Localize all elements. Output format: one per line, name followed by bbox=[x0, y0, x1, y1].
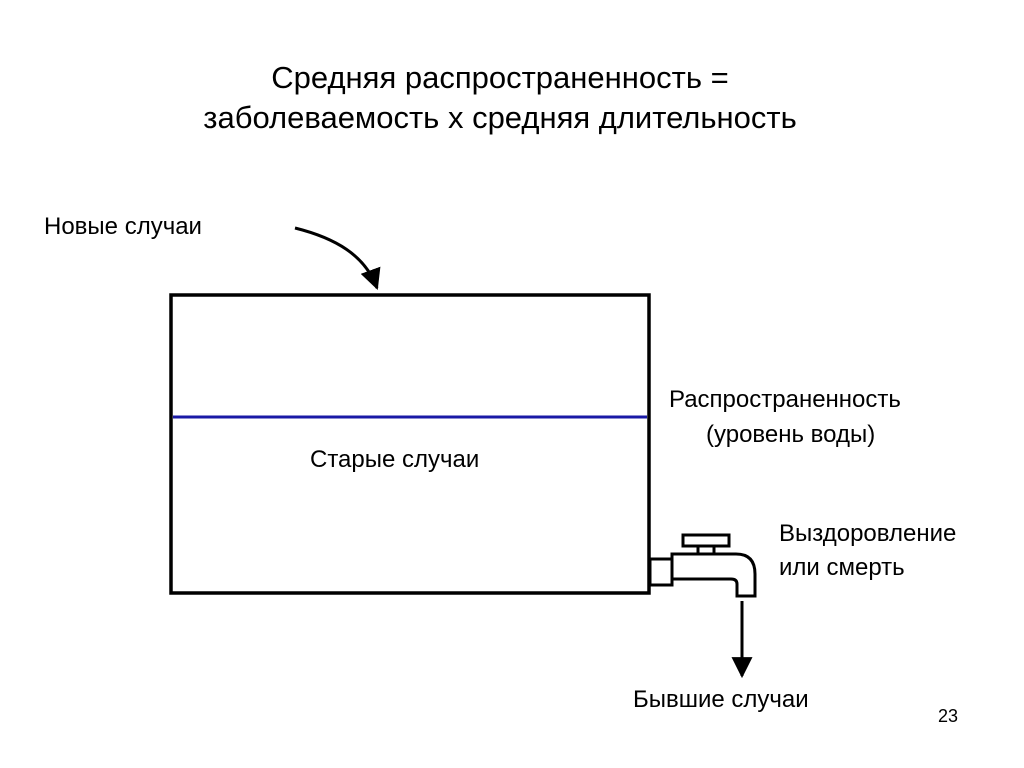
page-number: 23 bbox=[938, 706, 959, 726]
outcome-label-line-2: или смерть bbox=[779, 554, 905, 581]
inflow-arrow bbox=[294, 226, 381, 290]
former-cases-label: Бывшие случаи bbox=[633, 686, 809, 713]
new-cases-label: Новые случаи bbox=[44, 213, 202, 240]
outcome-label-line-1: Выздоровление bbox=[779, 520, 957, 547]
page-title: Средняя распространенность = заболеваемо… bbox=[0, 58, 1000, 138]
tap-icon bbox=[648, 533, 757, 598]
tank bbox=[169, 293, 651, 595]
title-line-2: заболеваемость х средняя длительность bbox=[203, 100, 797, 135]
prevalence-label: Распространенность bbox=[669, 386, 901, 413]
water-level-label: (уровень воды) bbox=[706, 421, 876, 448]
old-cases-label: Старые случаи bbox=[310, 446, 480, 473]
title-line-1: Средняя распространенность = bbox=[271, 60, 729, 95]
